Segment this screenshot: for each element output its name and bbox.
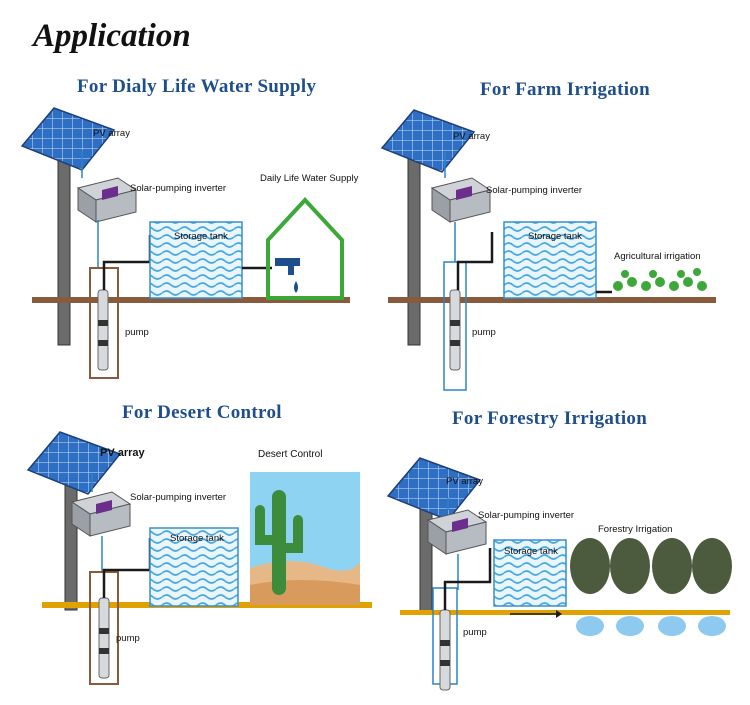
page-title: Application [33,18,191,54]
panel-daily-life [21,107,350,379]
panel-desert-control [27,431,372,685]
inverter-icon [71,491,131,537]
inverter-icon [77,177,137,223]
panel-title-farm-irrigation: For Farm Irrigation [480,79,650,100]
crops-icon [613,268,707,291]
house-icon [266,197,344,300]
label-inverter: Solar-pumping inverter [130,492,227,503]
panel-title-daily-life: For Dialy Life Water Supply [77,76,317,97]
pump-icon [449,289,461,371]
label-storage-tank: Storage tank [174,231,228,242]
label-pump: pump [463,627,487,638]
storage-tank-icon [149,527,239,607]
pump-icon [439,609,451,691]
label-storage-tank: Storage tank [170,533,224,544]
pv-array-icon [27,431,121,495]
pump-icon [98,597,110,679]
label-inverter: Solar-pumping inverter [486,185,583,196]
storage-tank-icon [149,221,243,299]
label-pump: pump [125,327,149,338]
pipe [102,235,152,290]
label-pv-array: PV array [100,447,145,459]
panel-title-forestry-irrigation: For Forestry Irrigation [452,408,648,429]
label-target: Forestry Irrigation [598,524,673,535]
label-inverter: Solar-pumping inverter [478,510,575,521]
panel-farm-irrigation [381,109,716,391]
panel-title-desert-control: For Desert Control [122,402,282,423]
pv-array-icon [21,107,115,171]
trees-icon [570,538,732,636]
label-pv-array: PV array [446,476,483,487]
label-pv-array: PV array [93,128,130,139]
storage-tank-icon [493,539,567,607]
label-target: Desert Control [258,449,323,460]
pv-pole [57,139,71,346]
label-inverter: Solar-pumping inverter [130,183,227,194]
inverter-icon [431,177,491,223]
label-target: Daily Life Water Supply [260,173,359,184]
label-pump: pump [472,327,496,338]
desert-scene-icon [250,472,360,605]
ground-line [32,297,350,303]
label-storage-tank: Storage tank [504,546,558,557]
label-pump: pump [116,633,140,644]
label-target: Agricultural irrigation [614,251,701,262]
tap-icon [275,258,300,275]
panel-forestry-irrigation [387,457,732,691]
pump-icon [97,289,109,371]
label-storage-tank: Storage tank [528,231,582,242]
storage-tank-icon [503,221,597,299]
water-drop-icon [294,281,298,293]
label-pv-array: PV array [453,131,490,142]
